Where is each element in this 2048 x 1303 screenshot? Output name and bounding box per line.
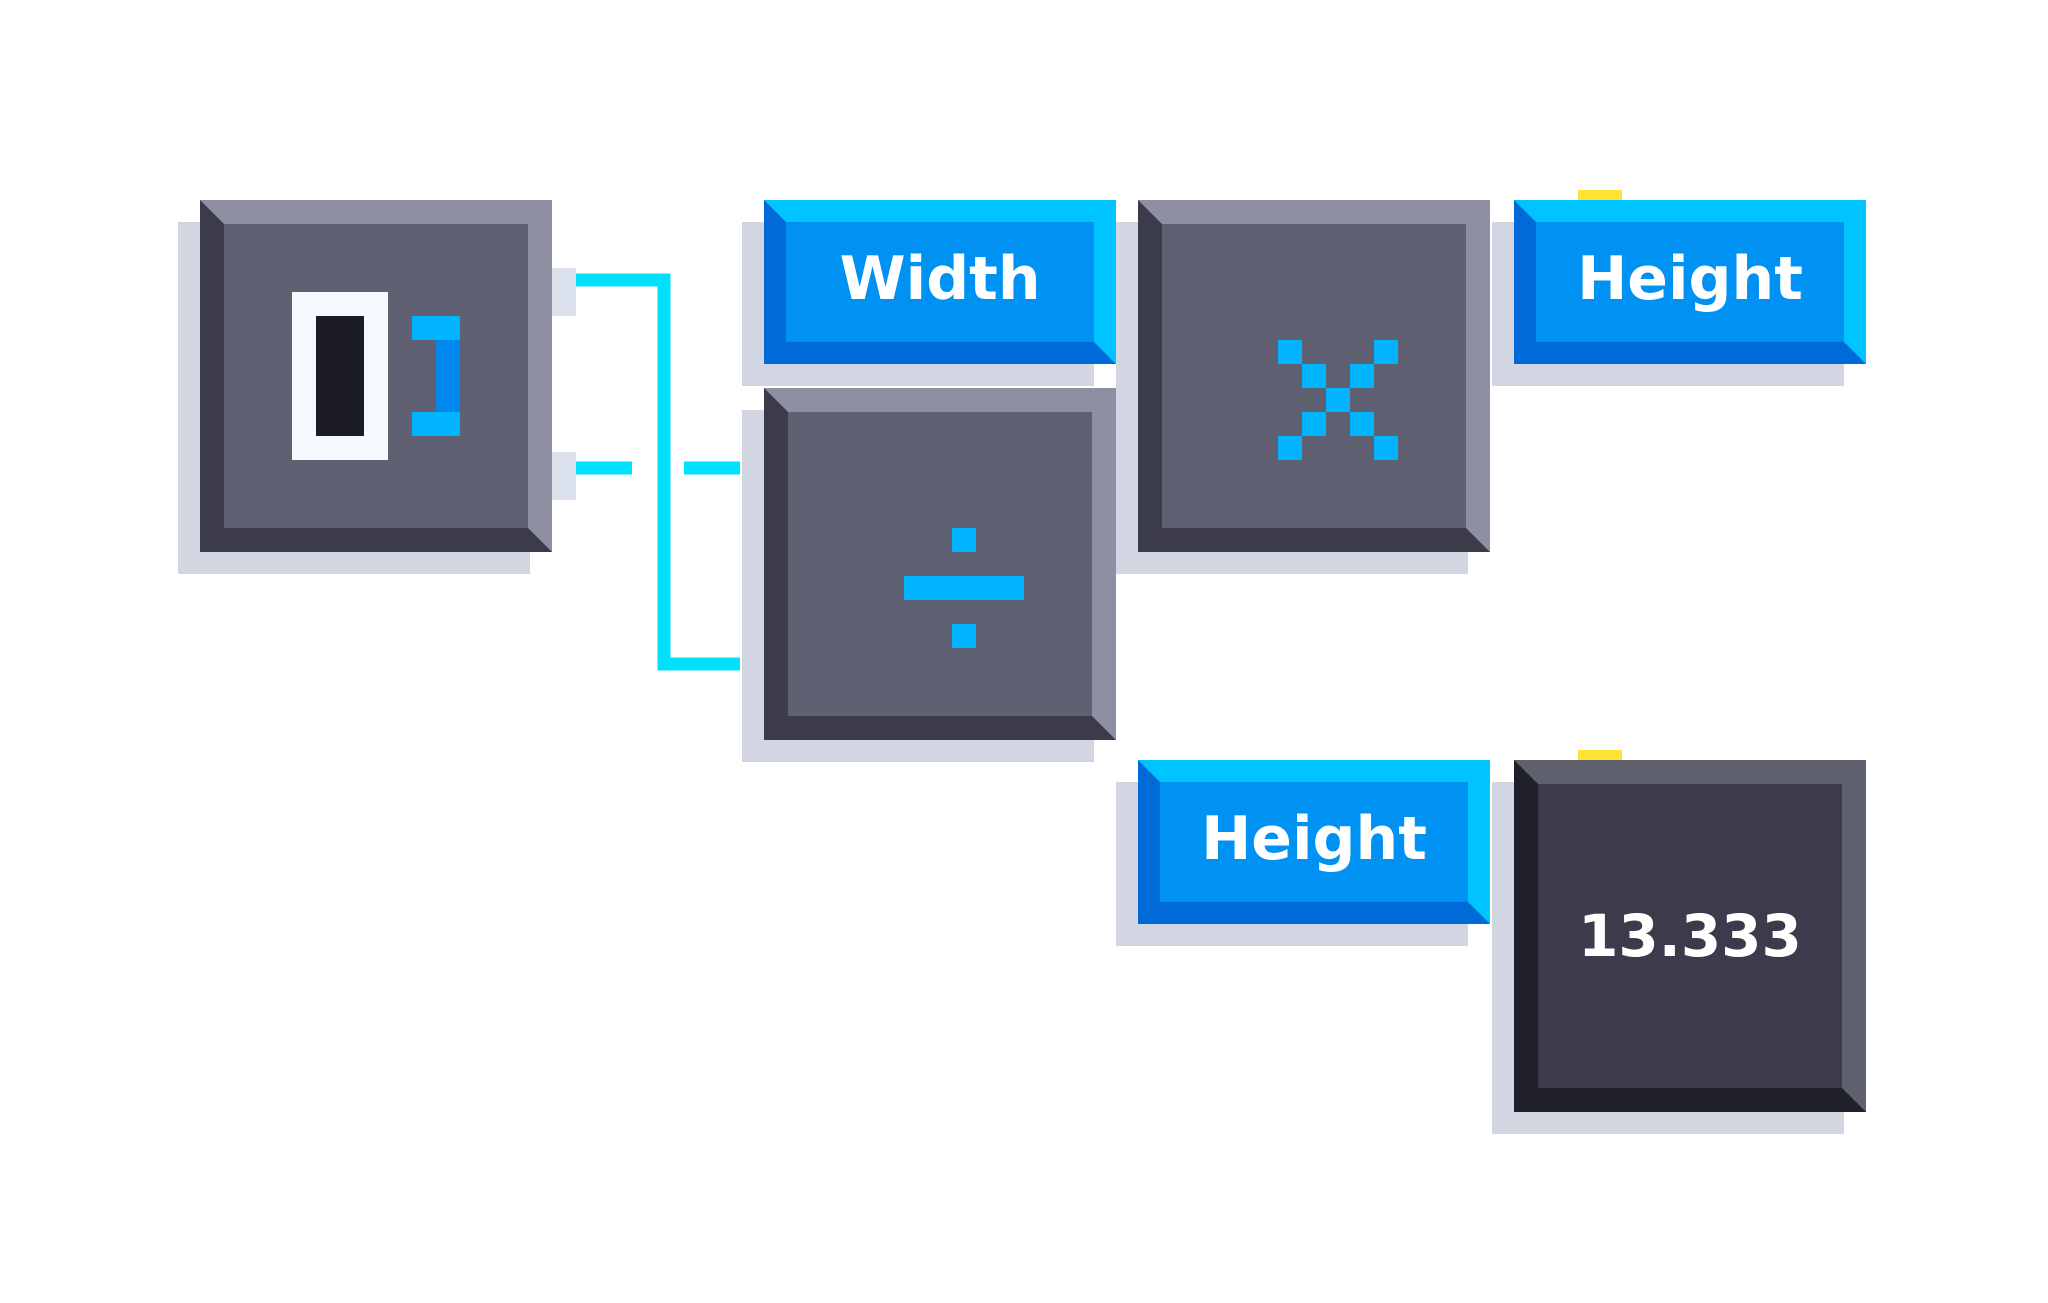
port-stub	[1494, 272, 1514, 314]
result-value-block[interactable]: 13.333	[1514, 760, 1866, 1112]
height-label-text: Height	[1577, 244, 1803, 314]
port-stub	[552, 452, 576, 500]
wire-source-to-divide-bottom	[576, 273, 740, 671]
height-label-text: Height	[1201, 804, 1427, 874]
port-stub	[1494, 246, 1514, 270]
height-label-block-bottom[interactable]: Height	[1138, 760, 1490, 924]
multiply-icon	[1278, 340, 1398, 460]
height-label-block-top[interactable]: Height	[1514, 200, 1866, 364]
port-stub	[552, 268, 576, 316]
width-label-block[interactable]: Width	[764, 200, 1116, 364]
connector-tab	[1578, 364, 1622, 374]
port-stub	[1118, 432, 1138, 456]
port-stub	[1118, 458, 1138, 500]
port-stub	[1118, 246, 1138, 270]
source-image-block[interactable]	[200, 200, 552, 552]
connector-tab	[1578, 1112, 1622, 1122]
port-stub	[742, 622, 764, 694]
port-stub	[1494, 810, 1514, 834]
image-size-icon	[292, 292, 460, 460]
port-stub	[1494, 836, 1514, 878]
multiply-block[interactable]	[1138, 200, 1490, 552]
width-label-text: Width	[839, 244, 1041, 314]
connector-tab	[1578, 190, 1622, 200]
divide-icon	[904, 528, 1024, 648]
divide-block[interactable]	[764, 388, 1116, 740]
connector-tab	[1578, 750, 1622, 760]
result-value: 13.333	[1578, 902, 1802, 970]
port-stub	[742, 432, 764, 504]
